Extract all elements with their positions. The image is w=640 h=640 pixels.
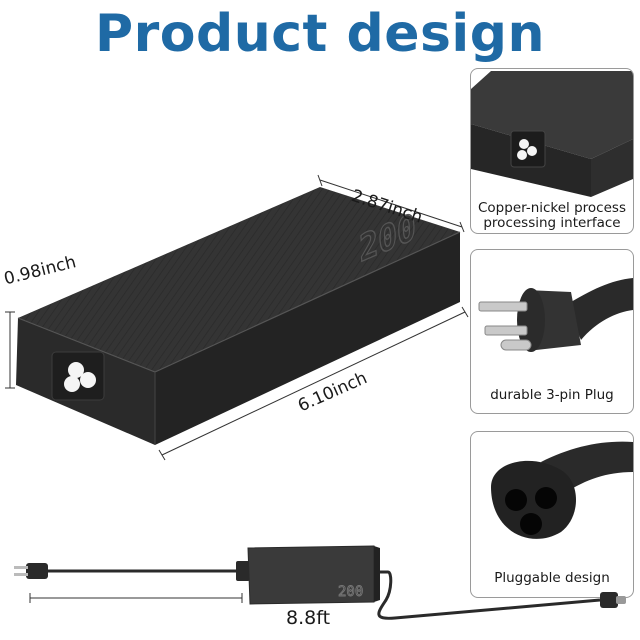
cable-adapter-marking: 200 xyxy=(338,584,363,600)
ac-inlet-icon xyxy=(64,362,96,392)
card-interface-caption-line2: processing interface xyxy=(483,215,621,231)
ac-inlet-icon xyxy=(517,139,537,160)
adapter-top-face xyxy=(18,187,460,372)
page-title: Product design xyxy=(94,4,545,64)
card-plug-caption: durable 3-pin Plug xyxy=(490,387,614,403)
card-connector: Pluggable design xyxy=(470,431,634,598)
plug-image xyxy=(478,278,633,352)
card-plug: durable 3-pin Plug xyxy=(470,249,634,414)
connector-image xyxy=(491,441,633,539)
card-interface-caption-line1: Copper-nickel process xyxy=(478,200,626,216)
card-connector-caption: Pluggable design xyxy=(494,570,610,586)
interface-closeup-image xyxy=(471,71,633,197)
cable-length-label: 8.8ft xyxy=(286,607,331,629)
card-interface: Copper-nickel process processing interfa… xyxy=(470,68,634,234)
adapter-front-face xyxy=(155,232,460,445)
